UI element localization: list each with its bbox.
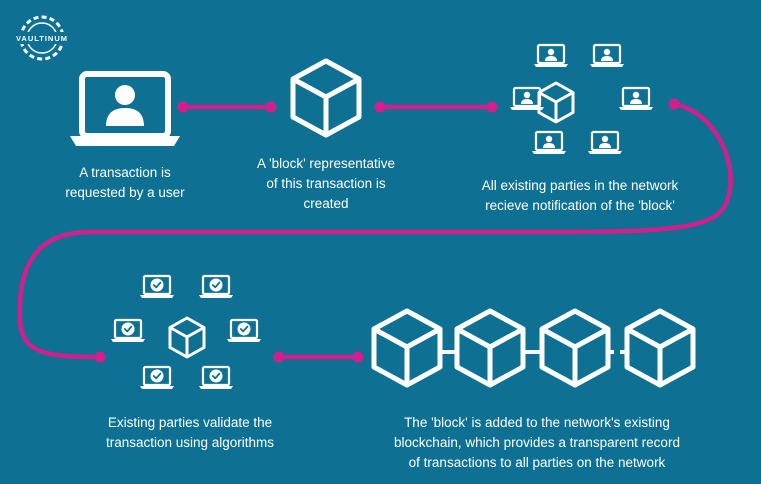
- connector-dots: [94, 98, 680, 363]
- step-5-caption: The 'block' is added to the network's ex…: [372, 413, 702, 473]
- connector-3-4: [17, 101, 733, 360]
- caption-line: of transactions to all parties on the ne…: [408, 455, 666, 470]
- step-1-caption: A transaction is requested by a user: [55, 163, 195, 203]
- logo-text: VAULTINUM: [16, 34, 68, 43]
- vaultinum-logo: VAULTINUM: [11, 15, 73, 61]
- caption-line: A 'block' representative: [257, 156, 395, 171]
- connectors: [17, 101, 733, 360]
- caption-line: transaction using algorithms: [105, 435, 275, 450]
- caption-line: of this transaction is: [266, 176, 386, 191]
- blockchain-cubes-icon: [374, 311, 693, 385]
- caption-line: The 'block' is added to the network's ex…: [404, 415, 670, 430]
- caption-line: created: [303, 196, 349, 211]
- laptop-user-icon: [70, 71, 180, 146]
- caption-line: Existing parties validate the: [107, 415, 273, 430]
- network-laptops-check-icon: [109, 274, 263, 391]
- step-4-caption: Existing parties validate the transactio…: [80, 413, 300, 453]
- caption-line: recieve notification of the 'block': [485, 198, 675, 213]
- step-3-caption: All existing parties in the network reci…: [460, 176, 700, 216]
- step-2-caption: A 'block' representative of this transac…: [246, 154, 406, 214]
- cube-block-icon: [293, 61, 359, 135]
- caption-line: blockchain, which provides a transparent…: [394, 435, 680, 450]
- caption-line: A transaction is: [79, 165, 171, 180]
- network-laptops-user-icon: [508, 43, 655, 156]
- caption-line: requested by a user: [65, 185, 185, 200]
- caption-line: All existing parties in the network: [481, 178, 679, 193]
